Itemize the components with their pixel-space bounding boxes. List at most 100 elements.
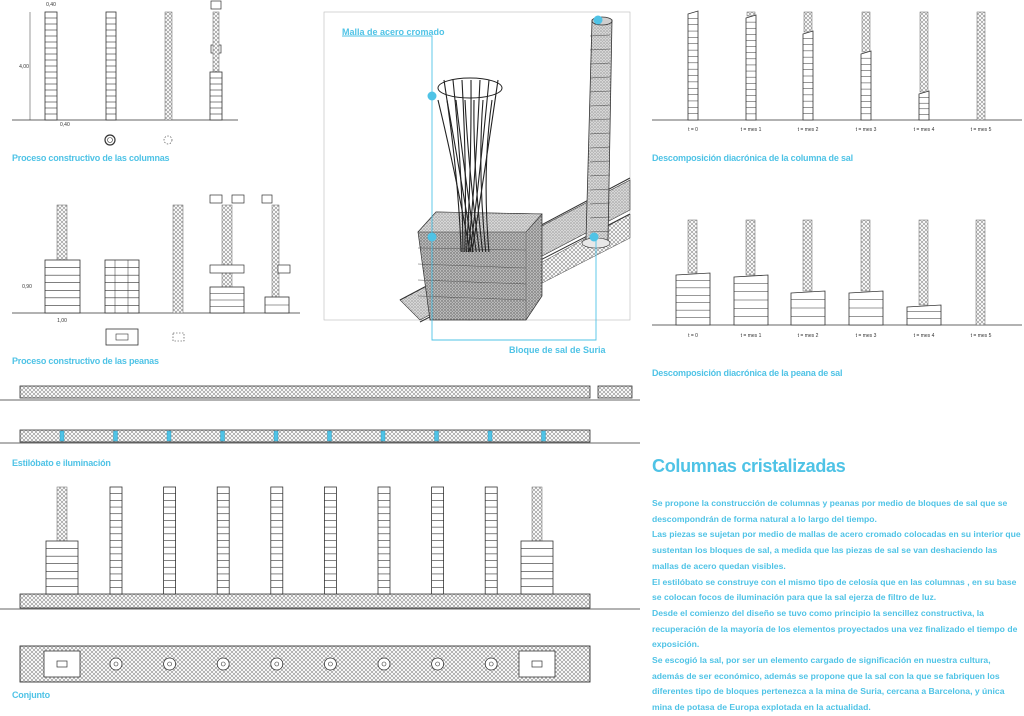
caption-base-decomposition: Descomposición diacrónica de la peana de… (652, 368, 843, 378)
light-fixture (166, 430, 172, 442)
time-label: t = mes 4 (914, 127, 935, 133)
mesh-wire (466, 79, 472, 253)
light-fixture (380, 430, 386, 442)
paragraph: El estilóbato se construye con el mismo … (652, 576, 1017, 603)
salt-column (860, 50, 872, 121)
plan-column (216, 657, 230, 671)
light-fixture (59, 430, 65, 442)
dimension-label: 0,40 (46, 2, 56, 8)
time-label: t = mes 5 (971, 127, 992, 133)
lattice-column (918, 219, 929, 306)
paragraph: Las piezas se sujetan por medio de malla… (652, 529, 1021, 571)
block-stack (104, 259, 140, 314)
caption-stylobate: Estilóbato e iluminación (12, 458, 111, 468)
loose-block (210, 0, 222, 10)
lattice-column (802, 219, 813, 292)
description: Se propone la construcción de columnas y… (652, 496, 1022, 716)
column-ring (589, 132, 611, 135)
salt-column (802, 30, 814, 121)
plan-column (270, 657, 284, 671)
column-ring (589, 188, 611, 191)
column-ring (589, 160, 611, 163)
column-ring (589, 90, 611, 93)
lattice-column (746, 11, 756, 17)
label-mesh: Malla de acero cromado (342, 27, 445, 37)
column-construction-process: 4,000,400,40 (12, 0, 238, 146)
loose-block (261, 194, 273, 204)
dimension-label: 0,90 (22, 284, 32, 290)
base-construction-process: 0,901,00 (12, 194, 300, 346)
lattice-column (687, 219, 698, 274)
light-fixture (220, 430, 225, 442)
loose-block (277, 264, 291, 274)
salt-column (745, 14, 757, 121)
plan-column (484, 657, 498, 671)
lattice-column (860, 219, 871, 292)
column-ring (589, 230, 611, 233)
light-fixture (487, 430, 493, 442)
column-ring (589, 104, 611, 107)
lattice-column (212, 11, 220, 73)
time-label: t = mes 2 (798, 127, 819, 133)
column-ring (589, 146, 611, 149)
column-ring (589, 118, 611, 121)
column-ring (589, 174, 611, 177)
mesh-wire (471, 79, 499, 253)
render-3d (323, 11, 631, 341)
time-label: t = mes 3 (856, 127, 877, 133)
plan-column (431, 657, 445, 671)
mesh-wire (443, 79, 462, 253)
plan-circle (163, 135, 173, 145)
plan-column (163, 657, 177, 671)
lattice-column (164, 11, 173, 121)
time-label: t = 0 (688, 127, 698, 133)
lattice-column (172, 204, 184, 314)
light-fixture (327, 430, 332, 442)
loose-block (209, 264, 245, 274)
mesh-wire (480, 99, 487, 253)
column-ring (589, 76, 611, 79)
mesh-wire (473, 99, 484, 253)
main-title: Columnas cristalizadas (652, 456, 846, 476)
plan-circle (104, 134, 116, 146)
light-fixture (434, 430, 439, 442)
salt-base (906, 304, 942, 326)
column-ring (589, 48, 611, 51)
block-stack (520, 540, 554, 595)
salt-base (675, 272, 711, 326)
lattice-column (976, 11, 986, 121)
mesh-wire (452, 79, 464, 253)
lattice-column (919, 11, 929, 93)
lattice-column (803, 11, 813, 33)
plan-rect (172, 332, 185, 342)
mesh-wire (469, 79, 490, 253)
column-ring (589, 202, 611, 205)
time-label: t = mes 4 (914, 333, 935, 339)
salt-column (918, 90, 930, 121)
caption-columns-process: Proceso constructivo de las columnas (12, 153, 170, 163)
light-fixture (541, 430, 546, 442)
column-ring (589, 216, 611, 219)
time-label: t = mes 1 (741, 333, 762, 339)
plan-column (109, 657, 123, 671)
time-label: t = mes 2 (798, 333, 819, 339)
paragraph: Se propone la construcción de columnas y… (652, 498, 1008, 524)
lattice-column (56, 204, 68, 261)
time-label: t = mes 1 (741, 127, 762, 133)
caption-ensemble: Conjunto (12, 690, 50, 700)
block-stack (44, 259, 81, 314)
salt-column (687, 10, 699, 121)
plan-column (323, 657, 337, 671)
time-label: t = mes 3 (856, 333, 877, 339)
light-fixture (273, 430, 279, 442)
light-fixture (113, 430, 118, 442)
caption-bases-process: Proceso constructivo de las peanas (12, 356, 159, 366)
stylobate-drawings (0, 385, 640, 444)
mesh-wire (437, 99, 471, 253)
column-decomposition-diagram: t = 0 t = mes 1 t = mes 2 t = mes 3 t = mes … (652, 10, 1022, 133)
lattice-column (531, 486, 543, 542)
paragraph: Desde el comienzo del diseño se tuvo com… (652, 607, 1018, 650)
ensemble-drawings (0, 486, 640, 683)
lattice-column (861, 11, 871, 53)
